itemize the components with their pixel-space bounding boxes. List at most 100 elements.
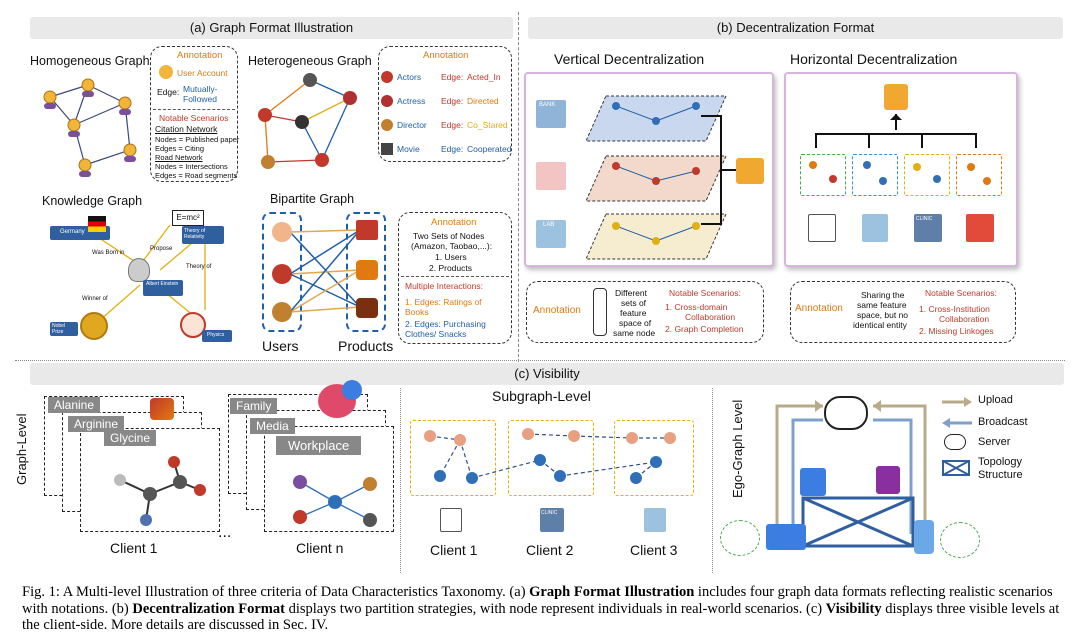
bipartite-graph-title: Bipartite Graph [270,192,355,206]
molecule-graph [114,456,206,526]
subgraph-client-3: Client 3 [630,542,678,558]
shapes-icon [593,288,607,336]
dna-icon [150,398,174,420]
citation-nodes: Nodes = Published paper [155,135,240,144]
scenarios-title: Notable Scenarios [159,113,229,123]
users-label: Users [262,338,299,354]
horizontal-title: Horizontal Decentralization [790,51,958,67]
graph-level-label: Graph-Level [14,413,29,485]
graph-node [863,161,871,169]
hetero-edge-value: Cooperated [467,144,512,154]
upload-arrow-icon [942,397,972,407]
sets-line2: (Amazon, Taobao,...): [411,241,493,251]
server-icon [884,84,908,110]
vertical-panel: BANK LAB [524,72,774,267]
molecule-tag: Arginine [68,416,125,432]
hospital-building-icon [808,214,836,242]
hetero-edge-label: Edge: [441,144,464,154]
panel-c-title: (c) Visibility [30,363,1064,385]
hetero-node-label: Actors [397,72,422,82]
panel-b-title: (b) Decentralization Format [528,17,1063,39]
legend-topology: Topology Structure [978,456,1023,481]
horizontal-tree [815,114,977,148]
horizontal-desc-4: identical entity [853,320,907,330]
horizontal-sc1-a: 1. Cross-Institution [919,304,990,314]
bipartite-annotation-title: Annotation [431,217,477,228]
edge2-b: Clothes/ Snacks [405,329,467,339]
homogeneous-annotation-box: Annotation User Account Edge: Mutually- … [150,46,240,182]
social-tag: Workplace [276,436,362,455]
atom-icon [180,312,206,338]
bipartite-edges [289,229,361,313]
figure-caption: Fig. 1: A Multi-level Illustration of th… [22,584,1062,634]
nobel-entity: Nobel Prize [50,322,78,336]
broadcast-arrow-icon [942,418,972,428]
road-nodes: Nodes = Intersections [155,162,228,171]
relativity-label: Theory of Relativity [184,228,206,240]
caption-fig-label: Fig. 1: [22,584,60,600]
books-icon [356,220,378,240]
homogeneous-graph [43,78,137,177]
vertical-title: Vertical Decentralization [554,51,705,67]
citation-title: Citation Network [155,124,218,134]
sets-item2: 2. Products [429,263,472,273]
partition-box-3 [904,154,950,196]
hospital-icon [862,214,888,242]
road-edges: Edges = Road segments [155,171,238,180]
hetero-row-2: Director Edge: Co_Stared [381,117,511,137]
caption-bold2: Decentralization Format [132,600,285,617]
divider-vertical-top [518,12,519,362]
movie-icon [381,143,393,155]
horizontal-sc1-b: Collaboration [939,314,990,324]
caption-bold1: Graph Format Illustration [529,584,695,600]
hospital-icon [536,162,566,190]
heterogeneous-graph [258,73,357,169]
formula-board: E=mc² [172,210,204,226]
partition-box-4 [956,154,1002,196]
hetero-edge-label: Edge: [441,96,464,106]
ego-diagram [775,400,927,548]
vertical-desc-5: same node [613,328,656,338]
nobel-medal-icon [80,312,108,340]
subgraph-clinic-label: CLINIC [541,510,558,516]
hetero-edge-value: Directed [467,96,499,106]
caption-bold3: Visibility [825,600,882,617]
vertical-desc-2: sets of [621,298,647,308]
hetero-node-label: Actress [397,96,426,106]
caption-part4: displays three visible levels at the cli… [22,600,1060,634]
topology-legend-icon [942,460,970,476]
hetero-edge-value: Acted_In [467,72,501,82]
vertical-scenarios-title: Notable Scenarios: [669,288,741,298]
graph-node [913,163,921,171]
einstein-entity: Albert Einstein [143,280,183,296]
laptop-icon [766,524,806,550]
edge2-a: 2. Edges: Purchasing [405,319,486,329]
clinic-label: CLINIC [916,216,933,222]
panel-a-title: (a) Graph Format Illustration [30,17,513,39]
legend-broadcast: Broadcast [978,416,1028,428]
bank-icon: BANK [536,100,566,128]
director-icon [381,119,393,131]
divider-c-2 [712,388,713,573]
relation-theory-of: Theory of [186,264,212,270]
user-lock-icon [876,466,900,494]
relativity-entity: Theory of Relativity [182,226,224,244]
partition-box-2 [852,154,898,196]
user-avatar-icon [272,302,292,322]
user-icon [159,65,173,79]
ego-graph-icon [720,520,760,556]
germany-flag-icon [88,216,106,232]
cloud-server-icon [824,396,868,430]
clothes-icon [356,260,378,280]
bank-label: BANK [539,102,556,108]
edge-value-1: Mutually- [183,84,218,94]
server-legend-icon [944,434,966,450]
graph-node [933,175,941,183]
lab-icon: LAB [536,220,566,248]
hetero-row-1: Actress Edge: Directed [381,93,511,113]
subgraph-client-1: Client 1 [430,542,478,558]
edge1-a: 1. Edges: Ratings of [405,297,482,307]
hetero-edge-label: Edge: [441,72,464,82]
relation-propose: Propose [150,246,173,252]
graph-node [967,163,975,171]
